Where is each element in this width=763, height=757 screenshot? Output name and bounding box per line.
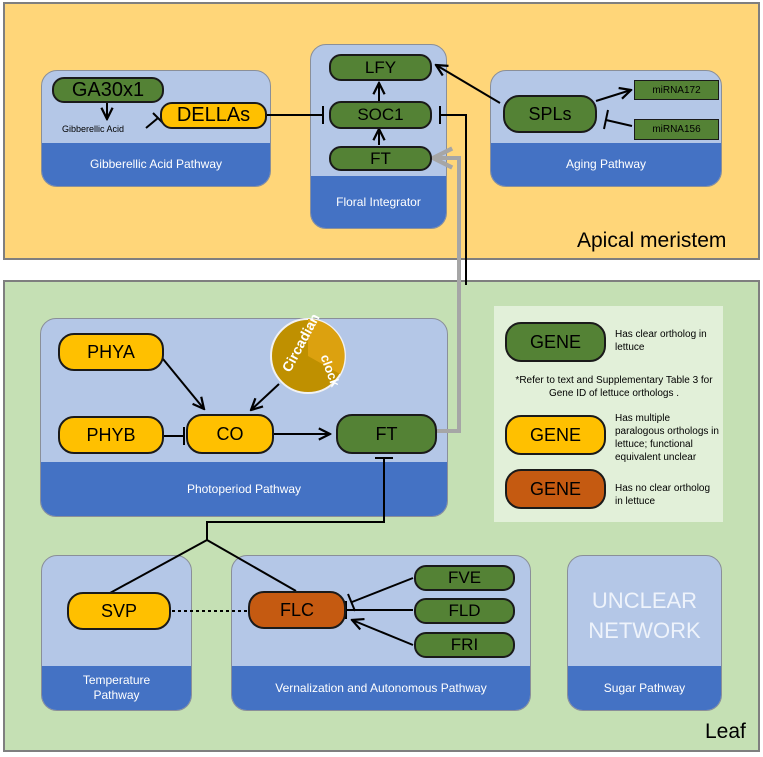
lfy-gene: LFY xyxy=(329,54,432,81)
temperature-pathway-label: Temperature Pathway xyxy=(42,666,191,710)
flc-gene: FLC xyxy=(248,591,346,629)
fve-gene: FVE xyxy=(414,565,515,591)
phyb-gene: PHYB xyxy=(58,416,164,454)
soc1-gene: SOC1 xyxy=(329,101,432,129)
dellas-gene: DELLAs xyxy=(160,102,267,129)
ft-apical-gene: FT xyxy=(329,146,432,171)
aging-pathway-label: Aging Pathway xyxy=(491,143,721,186)
mirna172-gene: miRNA172 xyxy=(634,80,719,100)
phya-gene: PHYA xyxy=(58,333,164,371)
leaf-title: Leaf xyxy=(705,720,746,743)
sugar-pathway-panel: Sugar Pathway xyxy=(567,555,722,711)
legend-clear-text: Has clear ortholog in lettuce xyxy=(615,329,707,353)
legend-multiple-text: Has multiple paralogous orthologs in let… xyxy=(615,413,719,463)
mirna156-gene: miRNA156 xyxy=(634,119,719,140)
phya-to-co-arrow xyxy=(162,358,204,409)
ga3ox1-gene: GA30x1 xyxy=(52,77,164,103)
photoperiod-pathway-label: Photoperiod Pathway xyxy=(41,462,447,516)
ft-transport-arrow xyxy=(433,158,461,433)
temperature-pathway-panel: Temperature Pathway xyxy=(41,555,192,711)
flc-inhibits-soc1-line xyxy=(440,114,467,285)
spls-to-mirna172-arrow xyxy=(595,90,631,102)
gibberellic-acid-label: Gibberellic Acid xyxy=(62,124,125,134)
unclear-line-2: NETWORK xyxy=(588,618,701,643)
legend-gene-none: GENE xyxy=(505,469,606,509)
fri-gene: FRI xyxy=(414,632,515,658)
flc-svp-inhibit-ft-line xyxy=(206,458,385,540)
gibberellic-acid-pathway-label: Gibberellic Acid Pathway xyxy=(42,143,270,186)
junction-to-svp xyxy=(109,539,208,594)
legend-note-text: *Refer to text and Supplementary Table 3… xyxy=(515,375,713,399)
temperature-pathway-text: Temperature Pathway xyxy=(82,673,151,702)
fld-gene: FLD xyxy=(414,598,515,624)
legend-gene-clear: GENE xyxy=(505,322,606,362)
apical-meristem-title: Apical meristem xyxy=(577,229,727,252)
vernalization-pathway-label: Vernalization and Autonomous Pathway xyxy=(232,666,530,710)
legend-gene-multiple: GENE xyxy=(505,415,606,455)
ft-leaf-gene: FT xyxy=(336,414,437,454)
svp-gene: SVP xyxy=(67,592,171,630)
co-gene: CO xyxy=(186,414,274,454)
fri-to-flc-arrow xyxy=(352,620,414,646)
clock-to-co-arrow xyxy=(251,383,280,410)
sugar-pathway-label: Sugar Pathway xyxy=(568,666,721,710)
junction-to-flc xyxy=(206,539,297,592)
fve-inhibits-flc xyxy=(351,577,414,603)
legend-none-text: Has no clear ortholog in lettuce xyxy=(615,483,711,507)
spls-to-lfy-arrow xyxy=(436,65,501,104)
floral-integrator-label: Floral Integrator xyxy=(311,176,446,228)
unclear-line-1: UNCLEAR xyxy=(591,588,698,613)
mirna156-inhibits-spls xyxy=(605,119,633,127)
spls-gene: SPLs xyxy=(503,95,597,133)
unclear-network-label: UNCLEAR NETWORK xyxy=(567,586,722,646)
